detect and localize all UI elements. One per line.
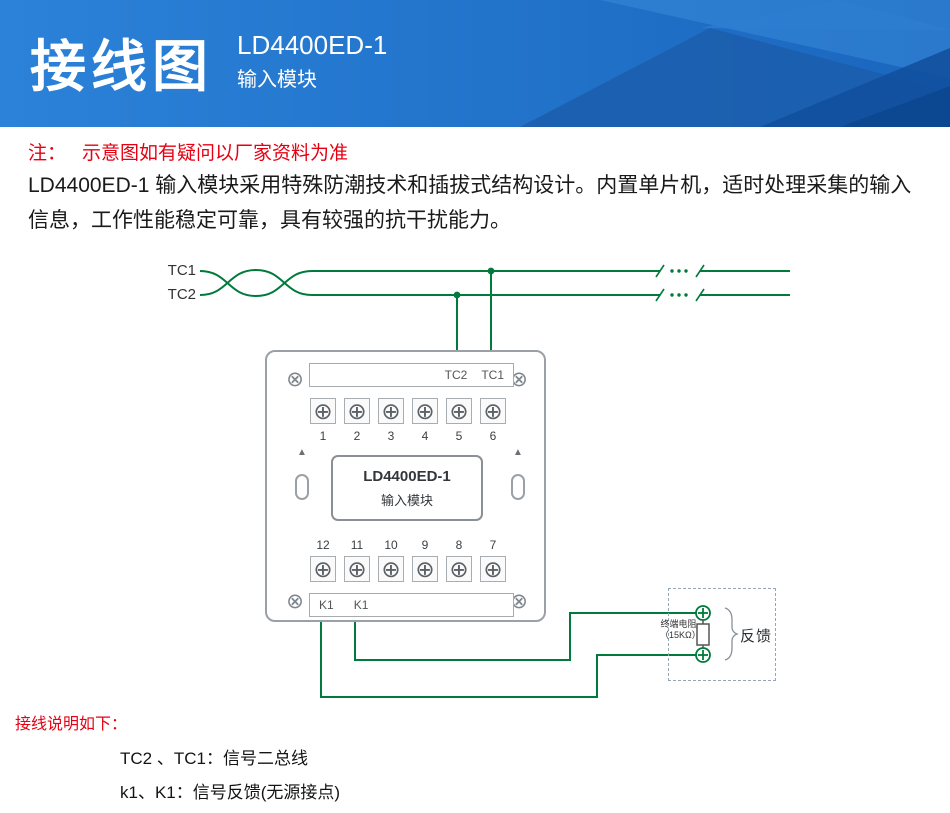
terminal-number: 11: [350, 538, 364, 552]
mounting-slot: [511, 474, 525, 500]
mounting-screw-icon: ⊗: [510, 590, 528, 613]
screw-terminal-icon: ⊕: [480, 556, 506, 582]
bottom-terminal-numbers: 12 11 10 9 8 7: [310, 538, 506, 552]
terminal-number: 9: [421, 538, 429, 552]
feedback-wire-outer: [320, 600, 696, 698]
bottom-terminal-row: ⊕ ⊕ ⊕ ⊕ ⊕ ⊕: [310, 556, 506, 582]
screw-terminal-icon: ⊕: [412, 556, 438, 582]
terminal-label-k1: K1: [353, 598, 369, 612]
terminal-resistor-icon: [696, 620, 710, 648]
feedback-brace-icon: [724, 607, 739, 661]
terminal-number: 8: [455, 538, 463, 552]
feedback-wire-inner: [354, 600, 696, 661]
screw-terminal-icon: ⊕: [378, 398, 404, 424]
screw-terminal-icon: ⊕: [412, 398, 438, 424]
screw-terminal-icon: ⊕: [480, 398, 506, 424]
note-text: 示意图如有疑问以厂家资料为准: [82, 143, 349, 164]
continuation-dots-icon: [670, 269, 688, 297]
top-terminal-strip: TC2 TC1: [309, 363, 514, 387]
bus-wire-tc2: [199, 268, 790, 296]
wiring-note-1: TC2 、TC1：信号二总线: [120, 749, 308, 768]
wiring-notes-heading: 接线说明如下：: [15, 716, 128, 733]
bus-label-tc2: TC2: [167, 286, 196, 303]
note-label: 注：: [28, 143, 67, 164]
top-terminal-numbers: 1 2 3 4 5 6: [310, 429, 506, 443]
top-terminal-row: ⊕ ⊕ ⊕ ⊕ ⊕ ⊕: [310, 398, 506, 424]
feedback-box: [668, 588, 776, 681]
terminal-label-k1: K1: [319, 598, 334, 612]
terminal-resistor-label: 终端电阻 （15KΩ）: [660, 619, 701, 641]
resistor-label-line1: 终端电阻: [660, 619, 697, 629]
terminal-number: 10: [384, 538, 398, 552]
input-module: ⊗ ⊗ ⊗ ⊗ TC2 TC1 ⊕ ⊕ ⊕ ⊕ ⊕ ⊕ 1 2 3 4 5 6 …: [265, 350, 546, 622]
nameplate-model: LD4400ED-1: [363, 467, 451, 485]
terminal-number: 7: [489, 538, 497, 552]
mounting-screw-icon: ⊗: [286, 368, 304, 391]
screw-terminal-icon: ⊕: [378, 556, 404, 582]
nameplate-type: 输入模块: [380, 492, 433, 508]
terminal-number: 6: [489, 429, 497, 443]
bus-wire-tc1: [199, 270, 790, 298]
arrow-up-icon: ▲: [297, 447, 307, 458]
header-decoration: [0, 0, 950, 127]
module-nameplate: LD4400ED-1 输入模块: [331, 455, 483, 521]
resistor-label-line2: （15KΩ）: [660, 630, 701, 640]
terminal-number: 1: [319, 429, 327, 443]
terminal-number: 12: [316, 538, 330, 552]
bus-label-tc1: TC1: [167, 262, 196, 279]
line-break-icon: [655, 264, 705, 302]
wiring-note-2: k1、K1：信号反馈(无源接点): [120, 783, 341, 802]
header-banner: 接线图 LD4400ED-1 输入模块: [0, 0, 950, 127]
mounting-slot: [295, 474, 309, 500]
screw-terminal-icon: ⊕: [310, 556, 336, 582]
mounting-screw-icon: ⊗: [286, 590, 304, 613]
screw-terminal-icon: ⊕: [310, 398, 336, 424]
mounting-screw-icon: ⊗: [510, 368, 528, 391]
screw-terminal-icon: ⊕: [446, 556, 472, 582]
terminal-number: 4: [421, 429, 429, 443]
terminal-label-tc1: TC1: [481, 368, 504, 382]
note-line: 注： 示意图如有疑问以厂家资料为准: [28, 138, 348, 165]
terminal-number: 3: [387, 429, 395, 443]
screw-terminal-icon: ⊕: [344, 556, 370, 582]
module-type: 输入模块: [237, 69, 317, 91]
junction-dots: [453, 267, 495, 299]
terminal-number: 5: [455, 429, 463, 443]
terminal-label-tc2: TC2: [444, 368, 468, 382]
page-title: 接线图: [30, 35, 213, 98]
model-number: LD4400ED-1: [237, 30, 388, 60]
description-paragraph: LD4400ED-1 输入模块采用特殊防潮技术和插拔式结构设计。内置单片机，适时…: [28, 174, 912, 232]
arrow-up-icon: ▲: [513, 447, 523, 458]
bottom-terminal-strip: K1 K1: [309, 593, 514, 617]
terminal-number: 2: [353, 429, 361, 443]
screw-terminal-icon: ⊕: [446, 398, 472, 424]
screw-terminal-icon: ⊕: [344, 398, 370, 424]
feedback-label: 反馈: [740, 628, 773, 645]
